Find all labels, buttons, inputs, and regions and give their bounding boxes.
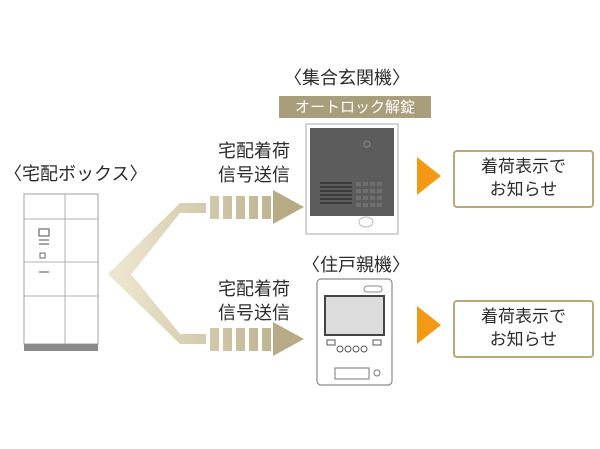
upper-notice-arrow-icon xyxy=(417,157,441,195)
delivery-box-base xyxy=(24,344,98,351)
monitor-speaker-icon xyxy=(363,285,383,293)
delivery-box-body xyxy=(23,193,99,345)
entrance-unit-panel xyxy=(310,128,394,216)
monitor-unit xyxy=(316,278,393,386)
entrance-unit xyxy=(305,123,399,235)
monitor-knob-icon xyxy=(373,369,381,377)
monitor-unit-label: 〈住戸親機〉 xyxy=(302,255,410,276)
delivery-box xyxy=(23,193,99,351)
entrance-unit-label: 〈集合玄関機〉 xyxy=(284,68,410,89)
delivery-box-label: 〈宅配ボックス〉 xyxy=(4,164,148,185)
upper-signal-line2: 信号送信 xyxy=(218,165,290,186)
upper-notification-box: 着荷表示で お知らせ xyxy=(453,150,594,208)
lower-signal-caption: 宅配着荷 信号送信 xyxy=(208,278,300,326)
upper-signal-caption: 宅配着荷 信号送信 xyxy=(208,140,300,188)
upper-notification-line2: お知らせ xyxy=(489,180,558,200)
lower-notification-line2: お知らせ xyxy=(489,330,558,350)
monitor-screen xyxy=(324,295,385,336)
entrance-keypad xyxy=(356,182,382,207)
upper-notification-line1: 着荷表示で xyxy=(481,157,566,177)
monitor-buttons xyxy=(326,339,382,353)
upper-signal-arrow xyxy=(108,190,304,287)
auto-lock-badge: オートロック解錠 xyxy=(279,96,431,118)
lower-signal-line2: 信号送信 xyxy=(218,303,290,324)
upper-signal-line1: 宅配着荷 xyxy=(218,141,290,162)
lower-signal-line1: 宅配着荷 xyxy=(218,279,290,300)
lower-signal-arrow xyxy=(108,262,304,356)
lower-notification-box: 着荷表示で お知らせ xyxy=(453,300,594,358)
lower-notice-arrow-icon xyxy=(417,306,441,344)
delivery-box-panel-icon xyxy=(38,228,50,237)
monitor-display xyxy=(334,367,370,380)
delivery-box-lock-icon xyxy=(39,252,46,259)
key-reader-icon xyxy=(358,216,374,228)
entrance-speaker-grille xyxy=(320,182,352,204)
lower-notification-line1: 着荷表示で xyxy=(481,307,566,327)
camera-icon xyxy=(363,140,371,148)
